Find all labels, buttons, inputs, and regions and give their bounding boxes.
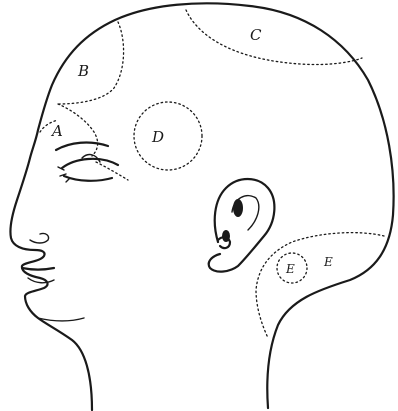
eye-lid [62, 159, 118, 168]
ear-tragus [233, 199, 243, 217]
label-e-inner: E [285, 262, 295, 276]
label-c: C [250, 26, 262, 44]
eye-brow [56, 143, 108, 150]
nostril [30, 233, 49, 243]
region-d-boundary [134, 102, 202, 170]
mouth-line [22, 268, 54, 270]
jaw-line [38, 318, 84, 321]
label-b: B [77, 62, 89, 80]
region-a-boundary [58, 104, 98, 156]
region-e-boundary [256, 233, 384, 338]
head-outline [10, 3, 393, 410]
label-d: D [151, 128, 164, 146]
label-e-outer: E [323, 255, 333, 269]
eye-lashes [58, 167, 70, 182]
eye-lower [64, 176, 112, 181]
ear-concha [222, 230, 230, 242]
ear-outer [209, 179, 275, 272]
region-c-boundary [186, 10, 362, 65]
label-a: A [50, 122, 63, 140]
